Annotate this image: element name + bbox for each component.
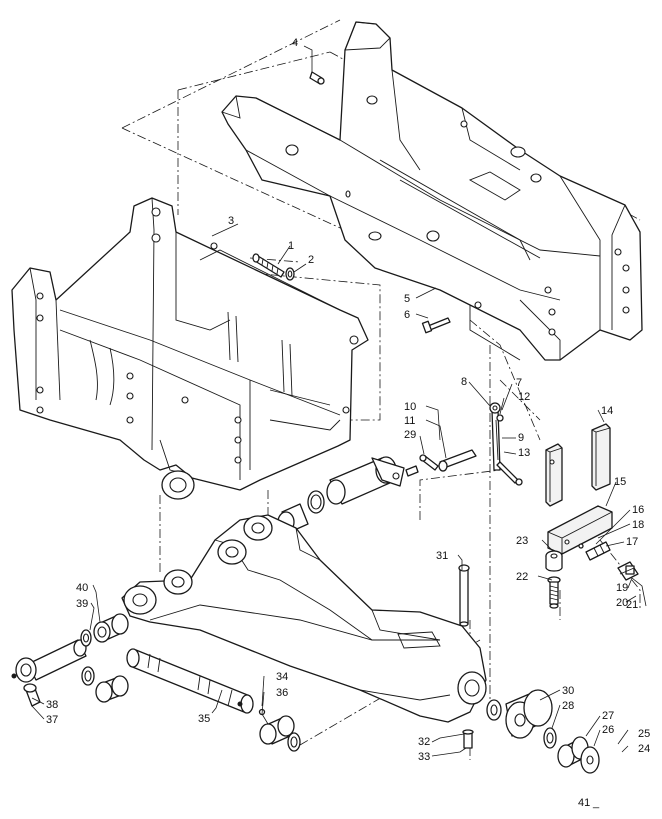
callout-39: 39 — [76, 598, 88, 610]
pin-item-11 — [438, 449, 477, 472]
bushing-item-40 — [93, 613, 129, 643]
bolt-item-6 — [421, 317, 451, 334]
lift-arm-yoke — [121, 514, 487, 723]
bolt-item-37 — [23, 683, 41, 707]
callout-10: 10 — [404, 401, 416, 413]
callout-9: 9 — [518, 432, 524, 444]
bushing-item-23 — [545, 550, 563, 572]
sheet-reference-suffix: _ — [592, 797, 600, 809]
sensor-item-19 — [617, 561, 639, 581]
callout-2: 2 — [308, 254, 314, 266]
front-frame-lower — [11, 197, 369, 500]
callout-5: 5 — [404, 293, 410, 305]
callout-8: 8 — [461, 376, 467, 388]
bolt-item-29 — [419, 454, 439, 471]
callout-36: 36 — [276, 687, 288, 699]
callout-4: 4 — [292, 37, 298, 49]
sheet-reference: 41 — [578, 797, 590, 809]
callout-20: 20 — [616, 597, 628, 609]
bolt-item-1 — [252, 253, 285, 278]
fastener-item-13 — [496, 461, 523, 486]
callout-38: 38 — [46, 699, 58, 711]
callout-6: 6 — [404, 309, 410, 321]
callout-21: 21 — [626, 599, 638, 611]
bushing-cylinder-assembly — [277, 456, 419, 533]
lower-bushings-left — [81, 666, 129, 703]
callout-labels: 1 2 3 4 5 6 7 8 9 10 11 12 13 14 15 16 1… — [46, 37, 650, 809]
bushing-item-36 — [259, 715, 301, 752]
callout-37: 37 — [46, 714, 58, 726]
callout-31: 31 — [436, 550, 448, 562]
callout-19: 19 — [616, 582, 628, 594]
callout-12: 12 — [518, 391, 530, 403]
callout-30: 30 — [562, 685, 574, 697]
washer-item-26 — [580, 746, 600, 774]
clip-item-12 — [496, 414, 504, 422]
callout-14: 14 — [601, 405, 613, 417]
washer-item-16 — [578, 543, 584, 549]
callout-23: 23 — [516, 535, 528, 547]
linkage-rod-item-9 — [489, 402, 501, 471]
vertical-pin-item-31 — [458, 564, 470, 627]
callout-35: 35 — [198, 713, 210, 725]
dowel-pin-item-4 — [309, 71, 325, 85]
callout-33: 33 — [418, 751, 430, 763]
callout-7: 7 — [516, 377, 522, 389]
callout-22: 22 — [516, 571, 528, 583]
callout-18: 18 — [632, 519, 644, 531]
callout-29: 29 — [404, 429, 416, 441]
callout-25: 25 — [638, 728, 650, 740]
callout-1: 1 — [288, 240, 294, 252]
long-pin-item-35 — [126, 648, 254, 714]
bushing-item-27 — [557, 736, 589, 768]
callout-24: 24 — [638, 743, 650, 755]
washer-item-2 — [285, 267, 295, 281]
callout-3: 3 — [228, 215, 234, 227]
callout-16: 16 — [632, 504, 644, 516]
callout-17: 17 — [626, 536, 638, 548]
leader-lines — [31, 45, 647, 757]
spacer-ring-item-30 — [486, 689, 553, 739]
callout-32: 32 — [418, 736, 430, 748]
pivot-pin-item-38 — [11, 639, 87, 683]
bolt-item-22 — [547, 576, 561, 609]
callout-34: 34 — [276, 671, 288, 683]
ring-item-39 — [80, 629, 92, 647]
shaft-item-17 — [585, 541, 611, 561]
callout-28: 28 — [562, 700, 574, 712]
ring-item-28 — [543, 727, 557, 749]
callout-40: 40 — [76, 582, 88, 594]
support-block-item-14 — [545, 423, 611, 507]
callout-15: 15 — [614, 476, 626, 488]
callout-26: 26 — [602, 724, 614, 736]
bolt-item-32 — [462, 729, 474, 749]
callout-13: 13 — [518, 447, 530, 459]
callout-11: 11 — [404, 415, 415, 427]
front-frame-upper — [221, 21, 643, 361]
callout-27: 27 — [602, 710, 614, 722]
